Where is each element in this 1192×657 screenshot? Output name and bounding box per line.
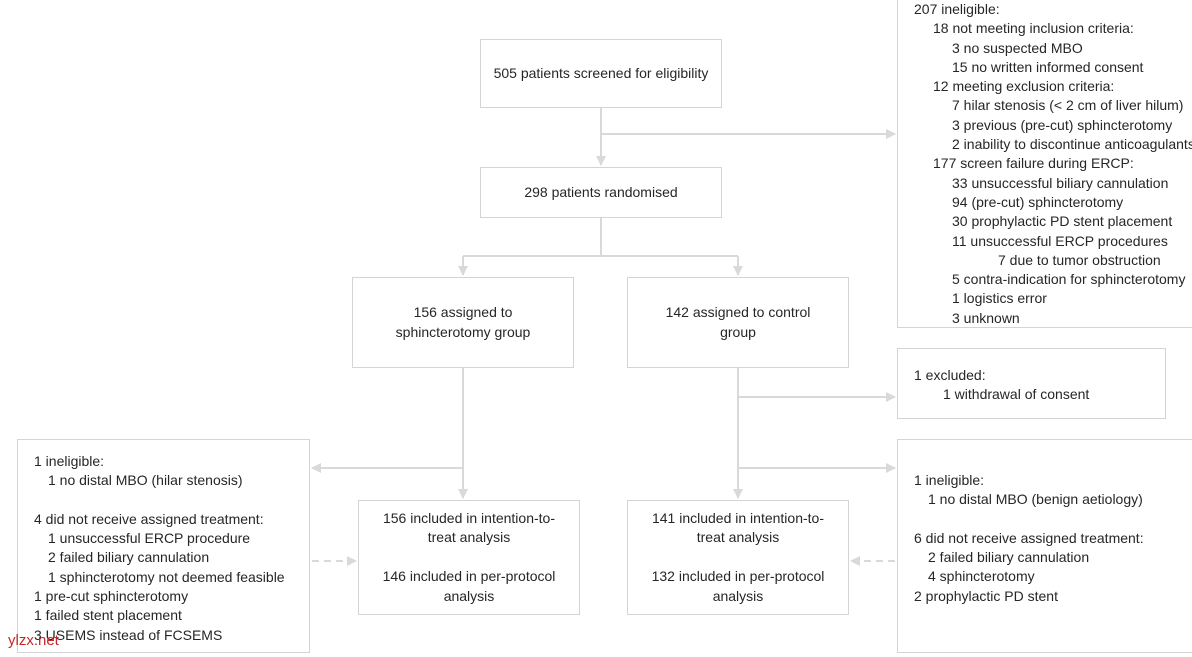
excluded-title: 1 excluded: xyxy=(914,367,986,383)
ineligible-line: 5 contra-indication for sphincterotomy xyxy=(952,271,1186,288)
right-note-line: 2 prophylactic PD stent xyxy=(914,587,1058,604)
spacer xyxy=(34,491,309,510)
ineligible-line: 18 not meeting inclusion criteria: xyxy=(933,20,1134,37)
sphincterotomy-notes-box: 1 ineligible: 1 no distal MBO (hilar ste… xyxy=(17,439,310,653)
ineligible-line: 7 hilar stenosis (< 2 cm of liver hilum) xyxy=(952,97,1184,114)
ineligible-line: 177 screen failure during ERCP: xyxy=(933,155,1134,172)
excluded-item: 1 withdrawal of consent xyxy=(943,386,1090,403)
ineligible-line: 33 unsuccessful biliary cannulation xyxy=(952,174,1169,191)
ineligible-line: 30 prophylactic PD stent placement xyxy=(952,213,1173,230)
randomised-text: 298 patients randomised xyxy=(524,183,678,200)
arm-b-line2: group xyxy=(720,323,756,340)
itt-b-line2: treat analysis xyxy=(696,529,780,546)
ineligible-line: 2 inability to discontinue anticoagulant… xyxy=(952,136,1192,153)
ineligible-line: 3 no suspected MBO xyxy=(952,39,1083,56)
arm-b-line1: 142 assigned to control xyxy=(665,304,811,320)
left-note-line: 1 unsuccessful ERCP procedure xyxy=(48,530,251,547)
left-note-line: 1 no distal MBO (hilar stenosis) xyxy=(48,472,243,489)
ineligible-line: 7 due to tumor obstruction xyxy=(998,251,1161,268)
itt-a-line1: 156 included in intention-to- xyxy=(382,509,555,526)
arm-a-line2: sphincterotomy group xyxy=(395,323,531,340)
right-note-line: 2 failed biliary cannulation xyxy=(928,549,1090,566)
analysis-control-box: 141 included in intention-to- treat anal… xyxy=(627,500,849,615)
ineligible-line: 1 logistics error xyxy=(952,290,1047,307)
arm-control-box: 142 assigned to control group xyxy=(627,277,849,368)
pp-a-line1: 146 included in per-protocol xyxy=(382,568,556,585)
itt-b-line1: 141 included in intention-to- xyxy=(651,509,824,526)
pp-b-line1: 132 included in per-protocol xyxy=(651,568,825,585)
left-note-line: 4 did not receive assigned treatment: xyxy=(34,510,264,527)
excluded-box: 1 excluded: 1 withdrawal of consent xyxy=(897,348,1166,419)
left-note-line: 1 failed stent placement xyxy=(34,607,182,624)
pp-b-line2: analysis xyxy=(712,587,764,604)
left-note-line: 1 pre-cut sphincterotomy xyxy=(34,588,189,605)
left-note-line: 2 failed biliary cannulation xyxy=(48,549,210,566)
left-note-line: 1 sphincterotomy not deemed feasible xyxy=(48,568,285,585)
ineligible-line: 3 previous (pre-cut) sphincterotomy xyxy=(952,116,1173,133)
spacer xyxy=(914,510,1192,529)
right-note-line: 4 sphincterotomy xyxy=(928,568,1035,585)
right-note-line: 1 no distal MBO (benign aetiology) xyxy=(928,491,1143,508)
watermark: ylzx.net xyxy=(8,632,59,649)
left-note-line: 3 USEMS instead of FCSEMS xyxy=(34,626,223,643)
itt-a-line2: treat analysis xyxy=(427,529,511,546)
screened-box: 505 patients screened for eligibility xyxy=(480,39,722,108)
ineligible-screening-box: 207 ineligible: 18 not meeting inclusion… xyxy=(897,0,1192,328)
pp-a-line2: analysis xyxy=(443,587,495,604)
ineligible-line: 15 no written informed consent xyxy=(952,58,1144,75)
right-note-line: 6 did not receive assigned treatment: xyxy=(914,529,1144,546)
right-note-line: 1 ineligible: xyxy=(914,472,985,488)
arm-a-line1: 156 assigned to xyxy=(413,304,513,320)
arm-sphincterotomy-box: 156 assigned to sphincterotomy group xyxy=(352,277,574,368)
ineligible-line: 94 (pre-cut) sphincterotomy xyxy=(952,193,1124,210)
control-notes-box: 1 ineligible: 1 no distal MBO (benign ae… xyxy=(897,439,1192,653)
ineligible-line: 3 unknown xyxy=(952,309,1020,326)
left-note-line: 1 ineligible: xyxy=(34,453,105,469)
ineligible-line: 12 meeting exclusion criteria: xyxy=(933,78,1115,95)
ineligible-line: 207 ineligible: xyxy=(914,1,1000,17)
ineligible-line: 11 unsuccessful ERCP procedures xyxy=(952,232,1168,249)
randomised-box: 298 patients randomised xyxy=(480,167,722,218)
screened-text: 505 patients screened for eligibility xyxy=(493,64,709,81)
analysis-sphincterotomy-box: 156 included in intention-to- treat anal… xyxy=(358,500,580,615)
